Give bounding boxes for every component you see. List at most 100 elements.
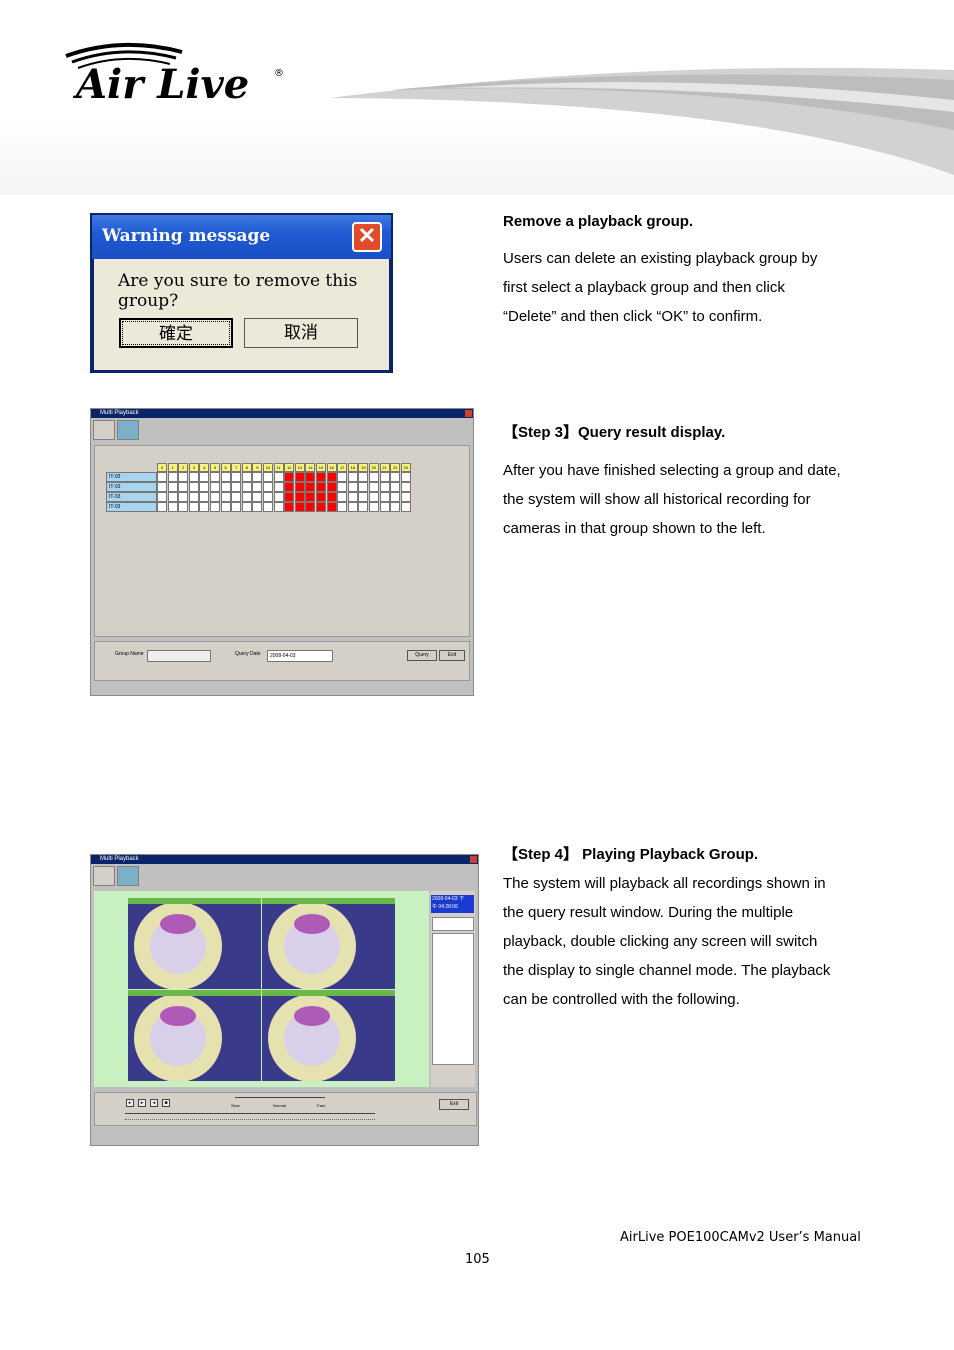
empty-cell[interactable]: [252, 482, 263, 492]
close-icon[interactable]: ✕: [352, 222, 382, 252]
empty-cell[interactable]: [157, 492, 167, 502]
video-tile[interactable]: [128, 990, 261, 1081]
empty-cell[interactable]: [263, 492, 273, 502]
empty-cell[interactable]: [241, 482, 252, 492]
empty-cell[interactable]: [188, 492, 199, 502]
recorded-cell[interactable]: [316, 472, 326, 482]
empty-cell[interactable]: [220, 482, 231, 492]
empty-cell[interactable]: [199, 482, 210, 492]
empty-cell[interactable]: [273, 492, 284, 502]
empty-cell[interactable]: [220, 502, 231, 512]
empty-cell[interactable]: [252, 502, 263, 512]
empty-cell[interactable]: [241, 492, 252, 502]
empty-cell[interactable]: [347, 492, 358, 502]
video-tile[interactable]: [262, 990, 395, 1081]
empty-cell[interactable]: [199, 502, 210, 512]
video-tile[interactable]: [128, 898, 261, 989]
empty-cell[interactable]: [167, 492, 178, 502]
empty-cell[interactable]: [347, 502, 358, 512]
empty-cell[interactable]: [273, 472, 284, 482]
reverse-button[interactable]: ◂: [150, 1099, 158, 1107]
empty-cell[interactable]: [337, 472, 348, 482]
empty-cell[interactable]: [241, 472, 252, 482]
empty-cell[interactable]: [369, 482, 379, 492]
recorded-cell[interactable]: [316, 482, 326, 492]
recorded-cell[interactable]: [326, 492, 337, 502]
empty-cell[interactable]: [188, 472, 199, 482]
recorded-cell[interactable]: [326, 502, 337, 512]
empty-cell[interactable]: [273, 482, 284, 492]
empty-cell[interactable]: [390, 502, 401, 512]
empty-cell[interactable]: [379, 482, 390, 492]
empty-cell[interactable]: [210, 482, 220, 492]
empty-cell[interactable]: [263, 502, 273, 512]
empty-cell[interactable]: [358, 482, 369, 492]
empty-cell[interactable]: [369, 492, 379, 502]
empty-cell[interactable]: [188, 502, 199, 512]
group-name-field[interactable]: [147, 650, 211, 662]
empty-cell[interactable]: [199, 492, 210, 502]
recorded-cell[interactable]: [305, 472, 316, 482]
empty-cell[interactable]: [157, 502, 167, 512]
recorded-cell[interactable]: [294, 472, 305, 482]
progress-slider-track[interactable]: [125, 1113, 375, 1114]
empty-cell[interactable]: [231, 492, 242, 502]
empty-cell[interactable]: [199, 472, 210, 482]
exit-button[interactable]: Exit: [439, 650, 465, 661]
query-date-select[interactable]: 2008-04-03: [267, 650, 333, 662]
close-icon[interactable]: [470, 856, 477, 863]
recorded-cell[interactable]: [294, 502, 305, 512]
channel-list[interactable]: [432, 933, 474, 1065]
empty-cell[interactable]: [358, 472, 369, 482]
empty-cell[interactable]: [369, 472, 379, 482]
recorded-cell[interactable]: [305, 502, 316, 512]
channel-field[interactable]: [432, 917, 474, 931]
empty-cell[interactable]: [358, 502, 369, 512]
timeline-view-icon[interactable]: [117, 866, 139, 886]
recorded-cell[interactable]: [316, 492, 326, 502]
empty-cell[interactable]: [167, 472, 178, 482]
empty-cell[interactable]: [220, 472, 231, 482]
recorded-cell[interactable]: [284, 482, 295, 492]
empty-cell[interactable]: [400, 502, 411, 512]
empty-cell[interactable]: [252, 472, 263, 482]
empty-cell[interactable]: [273, 502, 284, 512]
empty-cell[interactable]: [337, 482, 348, 492]
empty-cell[interactable]: [210, 492, 220, 502]
empty-cell[interactable]: [390, 472, 401, 482]
ok-button[interactable]: 確定: [119, 318, 233, 348]
video-tile[interactable]: [262, 898, 395, 989]
empty-cell[interactable]: [178, 502, 189, 512]
recorded-cell[interactable]: [284, 472, 295, 482]
empty-cell[interactable]: [188, 482, 199, 492]
empty-cell[interactable]: [167, 482, 178, 492]
empty-cell[interactable]: [178, 492, 189, 502]
empty-cell[interactable]: [241, 502, 252, 512]
recorded-cell[interactable]: [316, 502, 326, 512]
recorded-cell[interactable]: [284, 502, 295, 512]
recorded-cell[interactable]: [305, 492, 316, 502]
camera-view-icon[interactable]: [93, 420, 115, 440]
empty-cell[interactable]: [167, 502, 178, 512]
empty-cell[interactable]: [347, 482, 358, 492]
empty-cell[interactable]: [358, 492, 369, 502]
empty-cell[interactable]: [379, 492, 390, 502]
empty-cell[interactable]: [337, 492, 348, 502]
empty-cell[interactable]: [231, 472, 242, 482]
empty-cell[interactable]: [252, 492, 263, 502]
empty-cell[interactable]: [157, 482, 167, 492]
close-icon[interactable]: [465, 410, 472, 417]
cancel-button[interactable]: 取消: [244, 318, 358, 348]
camera-view-icon[interactable]: [93, 866, 115, 886]
empty-cell[interactable]: [400, 482, 411, 492]
empty-cell[interactable]: [400, 492, 411, 502]
recorded-cell[interactable]: [294, 482, 305, 492]
empty-cell[interactable]: [347, 472, 358, 482]
empty-cell[interactable]: [220, 492, 231, 502]
query-button[interactable]: Query: [407, 650, 437, 661]
empty-cell[interactable]: [210, 502, 220, 512]
empty-cell[interactable]: [231, 502, 242, 512]
play-button[interactable]: ▸: [138, 1099, 146, 1107]
recorded-cell[interactable]: [294, 492, 305, 502]
empty-cell[interactable]: [263, 482, 273, 492]
